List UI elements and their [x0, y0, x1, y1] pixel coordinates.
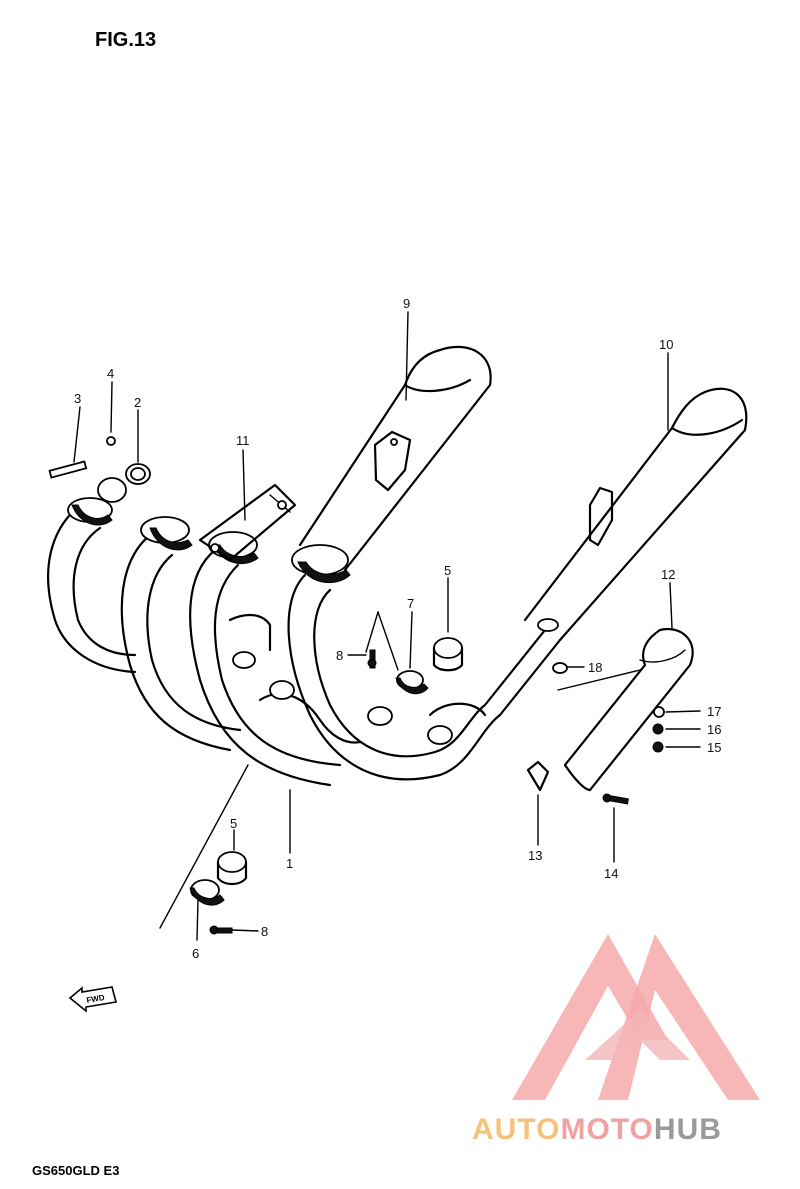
callout-11: 11 — [236, 433, 250, 448]
callout-5-lower: 5 — [230, 816, 237, 831]
connector-pipe — [427, 702, 487, 745]
callout-8-lower: 8 — [261, 924, 268, 939]
watermark-text: AUTOMOTOHUB — [472, 1113, 722, 1146]
callout-10: 10 — [659, 337, 673, 352]
callout-2: 2 — [134, 395, 141, 410]
heat-shield-12 — [563, 627, 694, 792]
callout-1: 1 — [286, 856, 293, 871]
bracket-11 — [198, 483, 297, 562]
callout-5-upper: 5 — [444, 563, 451, 578]
callout-7: 7 — [407, 596, 414, 611]
watermark-logo — [512, 934, 760, 1100]
figure-title: FIG.13 — [95, 29, 156, 51]
callout-16: 16 — [707, 722, 721, 737]
gasket-clamp-set-upper — [367, 637, 464, 695]
pipe-flanges — [67, 497, 351, 584]
model-code: GS650GLD E3 — [32, 1163, 119, 1178]
small-hardware — [526, 662, 665, 805]
callout-8-upper: 8 — [336, 648, 343, 663]
callout-3: 3 — [74, 391, 81, 406]
muffler-right — [523, 387, 748, 642]
leader-lines — [73, 311, 701, 941]
callout-13: 13 — [528, 848, 542, 863]
watermark-part-moto: MOTO — [560, 1113, 653, 1146]
watermark-part-hub: HUB — [654, 1113, 722, 1146]
exhaust-pipes — [47, 503, 562, 787]
callout-17: 17 — [707, 704, 721, 719]
forward-label: FWD — [86, 993, 106, 1005]
callout-15: 15 — [707, 740, 721, 755]
muffler-left — [298, 345, 492, 572]
callout-18: 18 — [588, 660, 602, 675]
callout-4: 4 — [107, 366, 114, 381]
callout-14: 14 — [604, 866, 618, 881]
callout-12: 12 — [661, 567, 675, 582]
callout-6: 6 — [192, 946, 199, 961]
gasket-clamp-set-lower — [189, 851, 248, 935]
watermark-part-auto: AUTO — [472, 1113, 560, 1146]
port-hardware — [48, 436, 151, 503]
callout-9: 9 — [403, 296, 410, 311]
forward-arrow-icon: FWD — [68, 986, 117, 1013]
